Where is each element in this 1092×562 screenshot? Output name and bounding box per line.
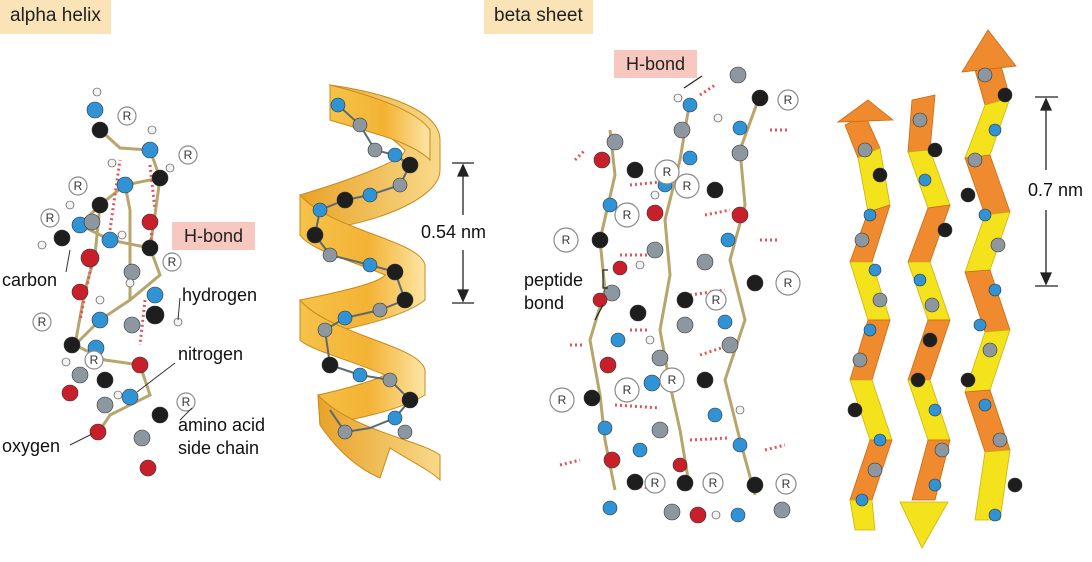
side-chain-label-line2: side chain xyxy=(178,438,260,458)
helix-pitch-label: 0.54 nm xyxy=(421,222,487,242)
nitrogen-label: nitrogen xyxy=(178,344,244,364)
oxygen-label: oxygen xyxy=(2,436,61,456)
r-group: R xyxy=(182,395,191,409)
r-group: R xyxy=(623,208,632,222)
hydrogen-label: hydrogen xyxy=(182,285,258,305)
helix-ribbon xyxy=(299,84,474,482)
side-chain-label-line1: amino acid xyxy=(178,415,266,435)
r-group: R xyxy=(90,353,99,367)
beta-sheet-title: beta sheet xyxy=(484,0,593,34)
r-group: R xyxy=(784,93,793,107)
alpha-hbond-tag: H-bond xyxy=(172,222,256,250)
r-group: R xyxy=(562,233,571,247)
carbon-label: carbon xyxy=(2,270,58,290)
r-group: R xyxy=(712,293,721,307)
beta-sheet-backbone: R R R R R R R R R R R R R xyxy=(549,66,801,524)
r-group: R xyxy=(668,373,677,387)
r-group: R xyxy=(168,255,177,269)
r-group: R xyxy=(123,109,132,123)
beta-strand-arrows xyxy=(836,29,1058,549)
beta-hbond-tag: H-bond xyxy=(614,50,698,78)
alpha-helix-backbone: R R R R R R R R xyxy=(32,87,198,477)
r-group: R xyxy=(558,393,567,407)
r-group: R xyxy=(46,211,55,225)
peptide-label-line2: bond xyxy=(524,293,565,313)
r-group: R xyxy=(74,179,83,193)
r-group: R xyxy=(184,148,193,162)
r-group: R xyxy=(784,276,793,290)
strand-arrow-up-3 xyxy=(961,29,1017,521)
strand-arrow-down-2 xyxy=(899,94,951,549)
r-group: R xyxy=(38,315,47,329)
r-group: R xyxy=(709,476,718,490)
r-group: R xyxy=(782,477,791,491)
strand-arrow-up-1 xyxy=(836,99,895,531)
strand-spacing-label: 0.7 nm xyxy=(1028,180,1084,200)
peptide-label-line1: peptide xyxy=(524,270,584,290)
alpha-helix-title: alpha helix xyxy=(0,0,111,34)
r-group: R xyxy=(623,383,632,397)
r-group: R xyxy=(663,165,672,179)
r-group: R xyxy=(651,476,660,490)
r-group: R xyxy=(683,179,692,193)
